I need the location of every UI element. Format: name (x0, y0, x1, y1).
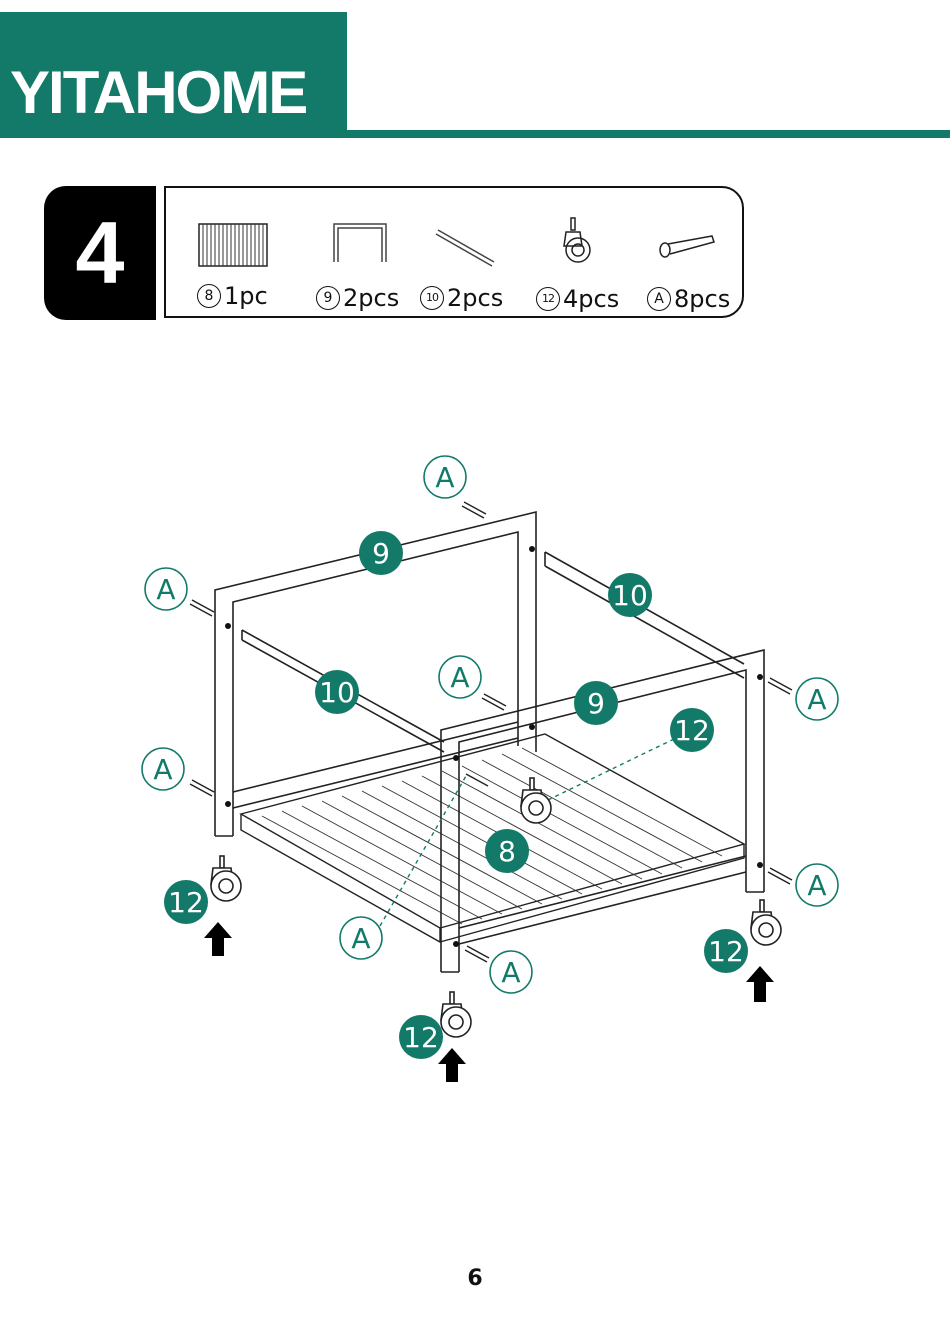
svg-text:10: 10 (319, 676, 355, 709)
crossbar-part-icon (435, 229, 495, 267)
svg-text:A: A (156, 573, 175, 606)
part-9-id: 9 (316, 286, 340, 310)
brand-logo: YITAHOME (10, 59, 308, 126)
svg-text:A: A (501, 956, 520, 989)
up-arrow-icons (204, 922, 774, 1082)
part-12-badge-left: 12 (164, 880, 208, 924)
svg-text:A: A (435, 461, 454, 494)
part-10-id: 10 (420, 286, 444, 310)
part-a-count: 8pcs (674, 285, 731, 313)
svg-text:9: 9 (372, 537, 390, 570)
svg-text:A: A (807, 869, 826, 902)
svg-text:9: 9 (587, 687, 605, 720)
screw-a-callout-upper-right: A (795, 677, 839, 721)
svg-text:A: A (450, 661, 469, 694)
step-badge: 4 (44, 186, 156, 320)
svg-text:A: A (807, 683, 826, 716)
header-rule (347, 130, 950, 138)
part-12-badge-right: 12 (704, 929, 748, 973)
frame-part-icon (333, 223, 387, 262)
screws (189, 501, 793, 963)
part-12-badge-center: 12 (670, 708, 714, 752)
caster-part-icon (563, 217, 591, 263)
svg-text:12: 12 (674, 714, 710, 747)
svg-text:8: 8 (498, 835, 516, 868)
shelf-part-icon (198, 223, 268, 267)
part-9-badge-back: 9 (359, 531, 403, 575)
part-12-badge-bottom: 12 (399, 1015, 443, 1059)
part-12-count: 4pcs (563, 285, 620, 313)
part-10-count: 2pcs (447, 284, 504, 312)
part-10-badge-right: 10 (608, 573, 652, 617)
step-number: 4 (75, 203, 125, 302)
svg-text:12: 12 (708, 935, 744, 968)
screw-a-callout-top: A (423, 455, 467, 499)
part-9-badge-front: 9 (574, 681, 618, 725)
shelf-panel (239, 733, 746, 944)
screw-a-callout-middle: A (438, 655, 482, 699)
screw-a-callout-upper-left: A (144, 567, 188, 611)
part-a-qty: A 8pcs (647, 285, 730, 313)
part-9-qty: 9 2pcs (316, 284, 399, 312)
screw-a-callout-bottom: A (489, 950, 533, 994)
part-10-badge-left: 10 (315, 670, 359, 714)
caster-icons (210, 777, 782, 1038)
page-number: 6 (467, 1266, 483, 1291)
screw-a-callout-lower-left: A (141, 747, 185, 791)
screw-a-callout-shelf: A (339, 916, 383, 960)
svg-text:10: 10 (612, 579, 648, 612)
part-12-qty: 12 4pcs (536, 285, 619, 313)
svg-text:A: A (351, 922, 370, 955)
part-8-qty: 8 1pc (197, 282, 268, 310)
screw-holes (225, 546, 763, 947)
guide-lines (379, 737, 677, 927)
svg-text:12: 12 (168, 886, 204, 919)
part-10-qty: 10 2pcs (420, 284, 503, 312)
screw-a-callout-lower-right: A (795, 863, 839, 907)
part-12-id: 12 (536, 287, 560, 311)
parts-list (164, 186, 744, 318)
part-a-id: A (647, 287, 671, 311)
part-8-count: 1pc (224, 282, 268, 310)
svg-text:12: 12 (403, 1021, 439, 1054)
part-8-badge: 8 (485, 829, 529, 873)
part-8-id: 8 (197, 284, 221, 308)
brand-banner: YITAHOME (0, 12, 347, 138)
svg-text:A: A (153, 753, 172, 786)
screw-part-icon (659, 235, 715, 258)
part-9-count: 2pcs (343, 284, 400, 312)
